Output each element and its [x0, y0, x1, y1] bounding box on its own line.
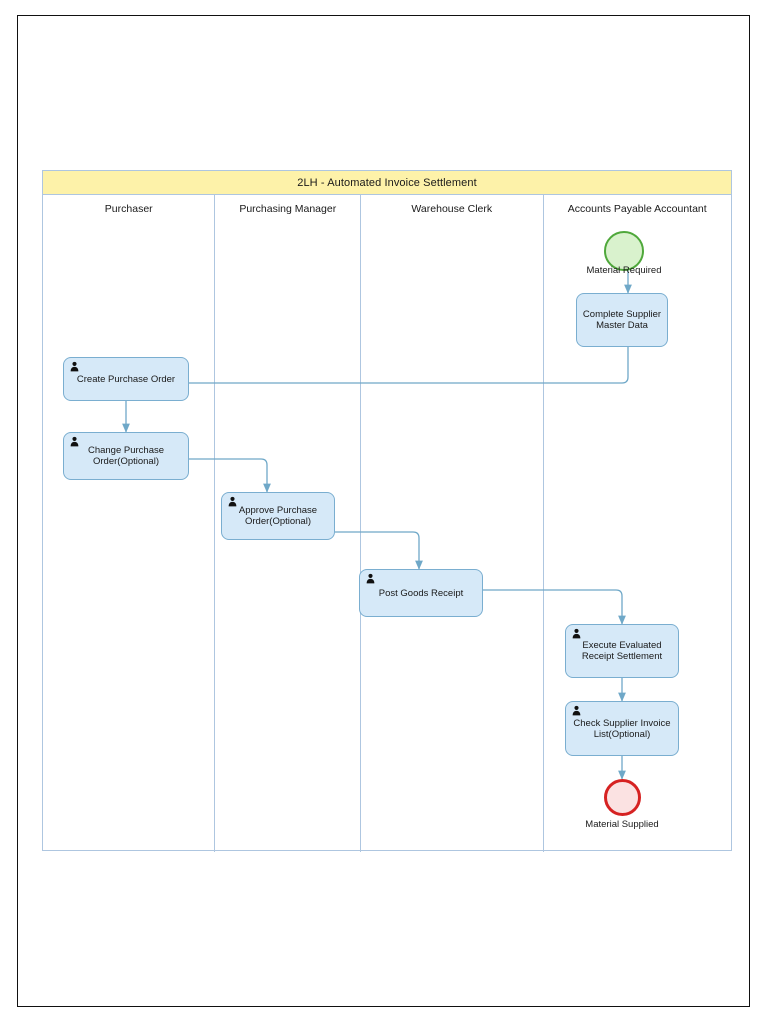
task-execute-evaluated-receipt-settlement[interactable]: Execute Evaluated Receipt Settlement	[565, 624, 679, 678]
end-event-label: Material Supplied	[585, 819, 659, 830]
lane-accounts-payable-accountant[interactable]: Accounts Payable Accountant	[544, 195, 731, 852]
lane-label-purchasing-manager: Purchasing Manager	[239, 203, 337, 215]
start-event-label: Material Required	[586, 265, 662, 276]
process-pool: 2LH - Automated Invoice Settlement Purch…	[42, 170, 732, 852]
task-change-purchase-order-optional[interactable]: Change Purchase Order(Optional)	[63, 432, 189, 480]
lane-purchaser[interactable]: Purchaser	[43, 195, 216, 852]
task-label-execute-evaluated-receipt-settlement: Execute Evaluated Receipt Settlement	[581, 640, 663, 662]
user-task-person-icon	[70, 361, 79, 372]
lane-warehouse-clerk[interactable]: Warehouse Clerk	[361, 195, 544, 852]
task-check-supplier-invoice-list-optional[interactable]: Check Supplier Invoice List(Optional)	[565, 701, 679, 756]
lane-container: Purchaser Purchasing Manager Warehouse C…	[43, 195, 731, 852]
task-label-change-purchase-order-optional: Change Purchase Order(Optional)	[87, 445, 165, 467]
user-task-person-icon	[572, 628, 581, 639]
end-event-material-supplied[interactable]	[604, 779, 641, 816]
task-post-goods-receipt[interactable]: Post Goods Receipt	[359, 569, 483, 617]
user-task-person-icon	[366, 573, 375, 584]
document-page: 2LH - Automated Invoice Settlement Purch…	[17, 15, 750, 1007]
task-approve-purchase-order-optional[interactable]: Approve Purchase Order(Optional)	[221, 492, 335, 540]
task-create-purchase-order[interactable]: Create Purchase Order	[63, 357, 189, 401]
lane-purchasing-manager[interactable]: Purchasing Manager	[215, 195, 362, 852]
user-task-person-icon	[70, 436, 79, 447]
start-event-material-required[interactable]	[604, 231, 644, 271]
lane-label-warehouse-clerk: Warehouse Clerk	[411, 203, 493, 215]
task-label-approve-purchase-order-optional: Approve Purchase Order(Optional)	[238, 505, 318, 527]
task-label-post-goods-receipt: Post Goods Receipt	[378, 587, 464, 599]
task-label-check-supplier-invoice-list-optional: Check Supplier Invoice List(Optional)	[573, 717, 671, 740]
bpmn-diagram-canvas: 2LH - Automated Invoice Settlement Purch…	[18, 16, 751, 1008]
lane-label-purchaser: Purchaser	[104, 203, 153, 215]
task-label-create-purchase-order: Create Purchase Order	[76, 373, 176, 385]
task-label-complete-supplier-master-data: Complete Supplier Master Data	[582, 309, 662, 331]
task-complete-supplier-master-data[interactable]: Complete Supplier Master Data	[576, 293, 668, 347]
pool-title: 2LH - Automated Invoice Settlement	[43, 171, 731, 195]
lane-label-accounts-payable-accountant: Accounts Payable Accountant	[567, 203, 707, 215]
user-task-person-icon	[228, 496, 237, 507]
user-task-person-icon	[572, 705, 581, 716]
